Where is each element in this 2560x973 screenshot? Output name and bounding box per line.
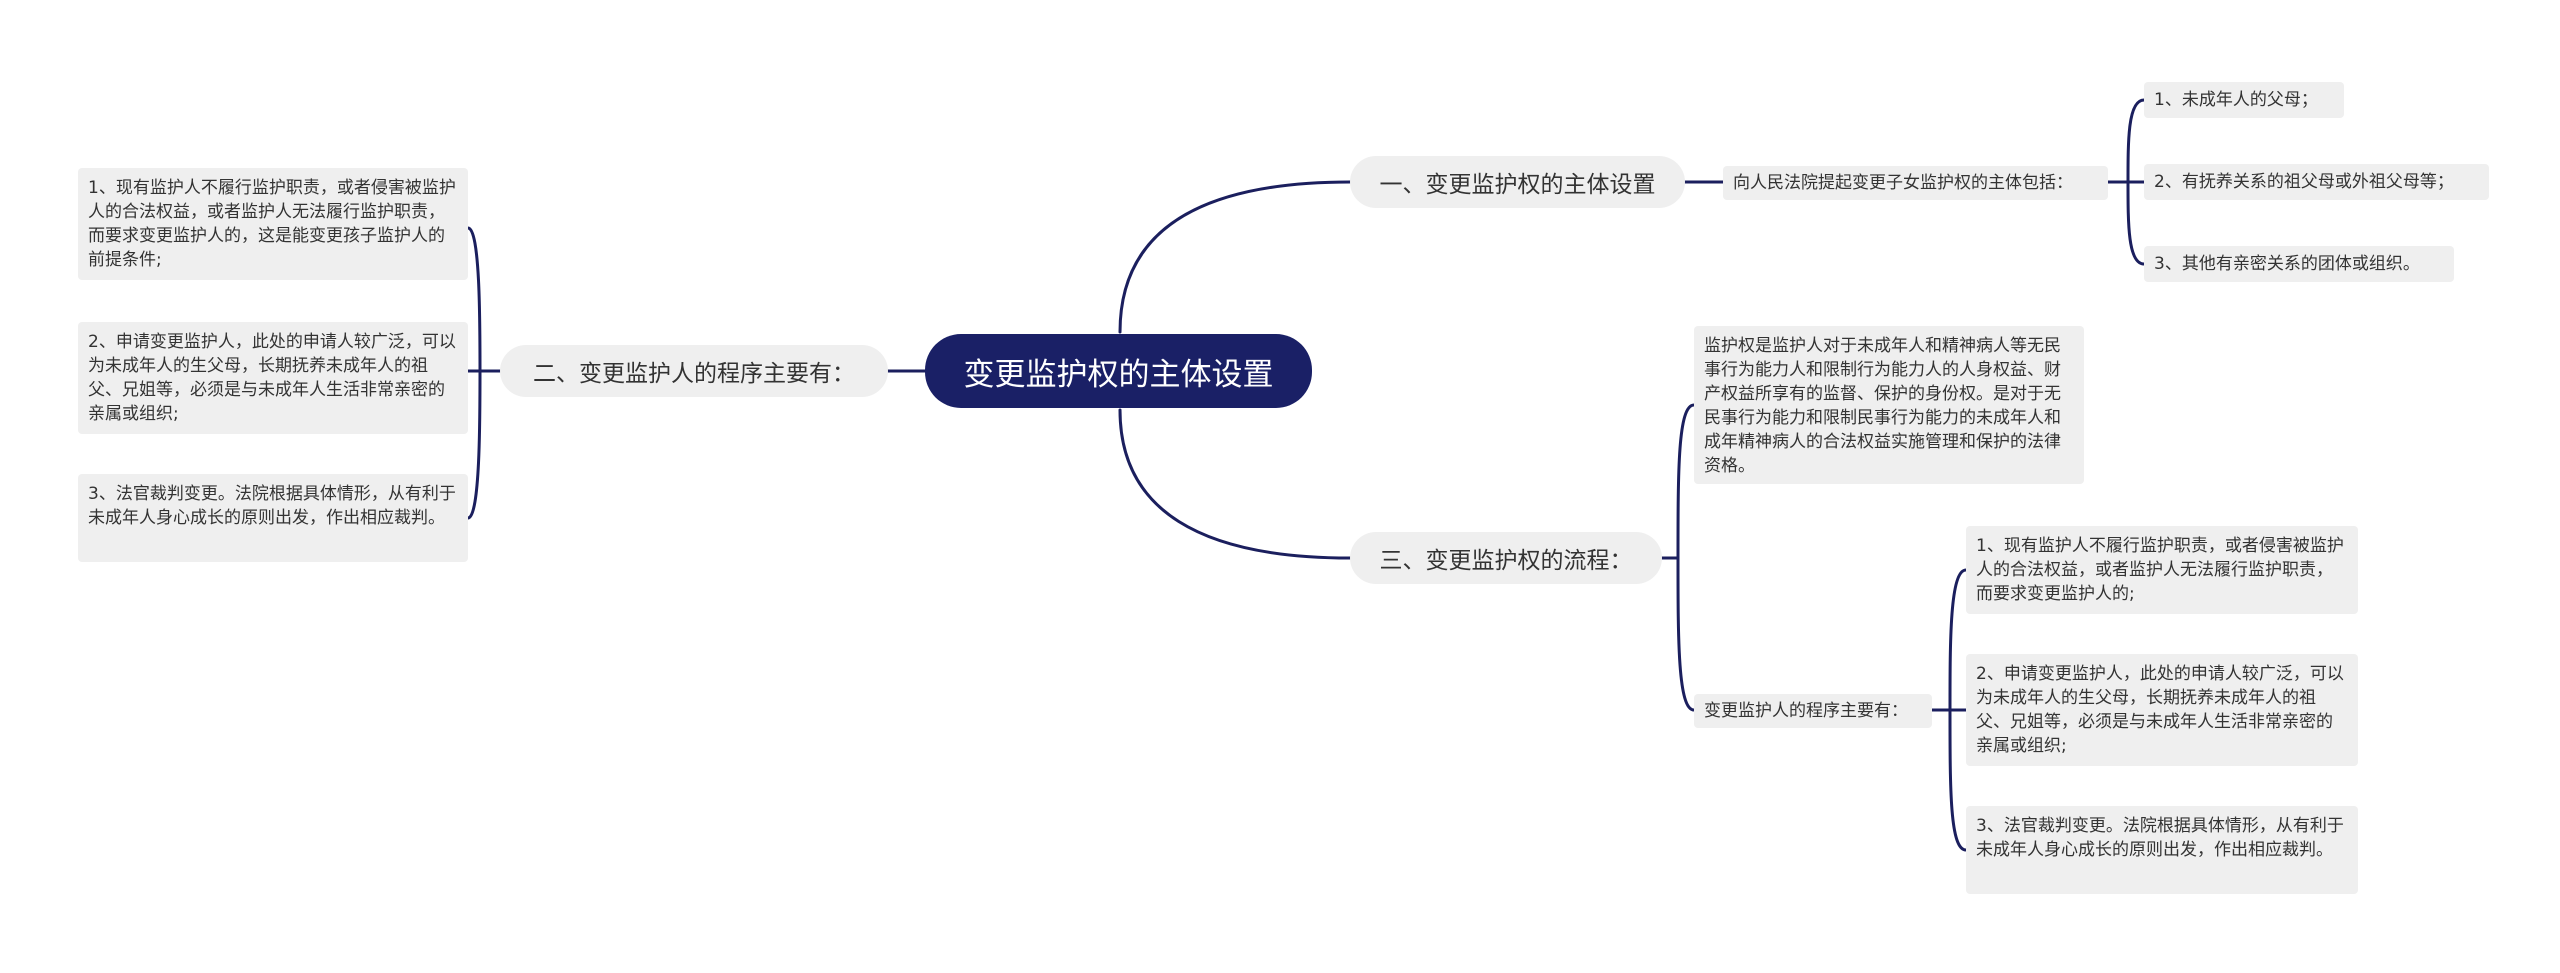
branch-node-3[interactable]: 三、变更监护权的流程： bbox=[1350, 532, 1662, 584]
link-b2-bracket bbox=[466, 226, 502, 520]
branch-1-item-3[interactable]: 3、其他有亲密关系的团体或组织。 bbox=[2144, 246, 2454, 282]
branch-3-sub-node[interactable]: 变更监护人的程序主要有： bbox=[1694, 694, 1932, 728]
root-title: 变更监护权的主体设置 bbox=[963, 356, 1274, 393]
branch-3-title: 三、变更监护权的流程： bbox=[1379, 548, 1633, 574]
branch-1-sub-text: 向人民法院提起变更子女监护权的主体包括： bbox=[1733, 173, 2073, 193]
branch-3-item-2-text: 2、申请变更监护人，此处的申请人较广泛，可以为未成年人的生父母，长期抚养未成年人… bbox=[1976, 664, 2344, 756]
branch-3-definition-text: 监护权是监护人对于未成年人和精神病人等无民事行为能力人和限制行为能力人的人身权益… bbox=[1704, 336, 2061, 476]
branch-2-title: 二、变更监护人的程序主要有： bbox=[533, 361, 855, 387]
branch-2-item-3[interactable]: 3、法官裁判变更。法院根据具体情形，从有利于未成年人身心成长的原则出发，作出相应… bbox=[78, 474, 468, 562]
link-root-b3 bbox=[1118, 408, 1352, 560]
branch-1-item-3-text: 3、其他有亲密关系的团体或组织。 bbox=[2154, 254, 2420, 274]
branch-1-item-2[interactable]: 2、有抚养关系的祖父母或外祖父母等； bbox=[2144, 164, 2489, 200]
branch-1-item-1-text: 1、未成年人的父母； bbox=[2154, 90, 2318, 110]
branch-1-item-2-text: 2、有抚养关系的祖父母或外祖父母等； bbox=[2154, 172, 2454, 192]
branch-2-item-2[interactable]: 2、申请变更监护人，此处的申请人较广泛，可以为未成年人的生父母，长期抚养未成年人… bbox=[78, 322, 468, 434]
link-root-b1 bbox=[1118, 180, 1352, 334]
branch-2-item-3-text: 3、法官裁判变更。法院根据具体情形，从有利于未成年人身心成长的原则出发，作出相应… bbox=[88, 484, 456, 528]
branch-1-item-1[interactable]: 1、未成年人的父母； bbox=[2144, 82, 2344, 118]
branch-node-2[interactable]: 二、变更监护人的程序主要有： bbox=[500, 345, 888, 397]
link-b1-bracket bbox=[2106, 98, 2146, 266]
branch-2-item-2-text: 2、申请变更监护人，此处的申请人较广泛，可以为未成年人的生父母，长期抚养未成年人… bbox=[88, 332, 456, 424]
branch-3-item-1[interactable]: 1、现有监护人不履行监护职责，或者侵害被监护人的合法权益，或者监护人无法履行监护… bbox=[1966, 526, 2358, 614]
branch-3-item-1-text: 1、现有监护人不履行监护职责，或者侵害被监护人的合法权益，或者监护人无法履行监护… bbox=[1976, 536, 2344, 604]
link-b3-bracket bbox=[1660, 403, 1696, 712]
branch-3-item-3[interactable]: 3、法官裁判变更。法院根据具体情形，从有利于未成年人身心成长的原则出发，作出相应… bbox=[1966, 806, 2358, 894]
branch-3-sub-text: 变更监护人的程序主要有： bbox=[1704, 701, 1908, 721]
branch-1-sub-node[interactable]: 向人民法院提起变更子女监护权的主体包括： bbox=[1723, 166, 2108, 200]
branch-3-item-3-text: 3、法官裁判变更。法院根据具体情形，从有利于未成年人身心成长的原则出发，作出相应… bbox=[1976, 816, 2344, 860]
branch-3-definition[interactable]: 监护权是监护人对于未成年人和精神病人等无民事行为能力人和限制行为能力人的人身权益… bbox=[1694, 326, 2084, 484]
branch-3-item-2[interactable]: 2、申请变更监护人，此处的申请人较广泛，可以为未成年人的生父母，长期抚养未成年人… bbox=[1966, 654, 2358, 766]
branch-2-item-1[interactable]: 1、现有监护人不履行监护职责，或者侵害被监护人的合法权益，或者监护人无法履行监护… bbox=[78, 168, 468, 280]
branch-2-item-1-text: 1、现有监护人不履行监护职责，或者侵害被监护人的合法权益，或者监护人无法履行监护… bbox=[88, 178, 456, 270]
branch-1-title: 一、变更监护权的主体设置 bbox=[1379, 172, 1656, 198]
root-node[interactable]: 变更监护权的主体设置 bbox=[925, 334, 1312, 408]
branch-node-1[interactable]: 一、变更监护权的主体设置 bbox=[1350, 156, 1685, 208]
link-b3-sub-bracket bbox=[1930, 568, 1968, 852]
